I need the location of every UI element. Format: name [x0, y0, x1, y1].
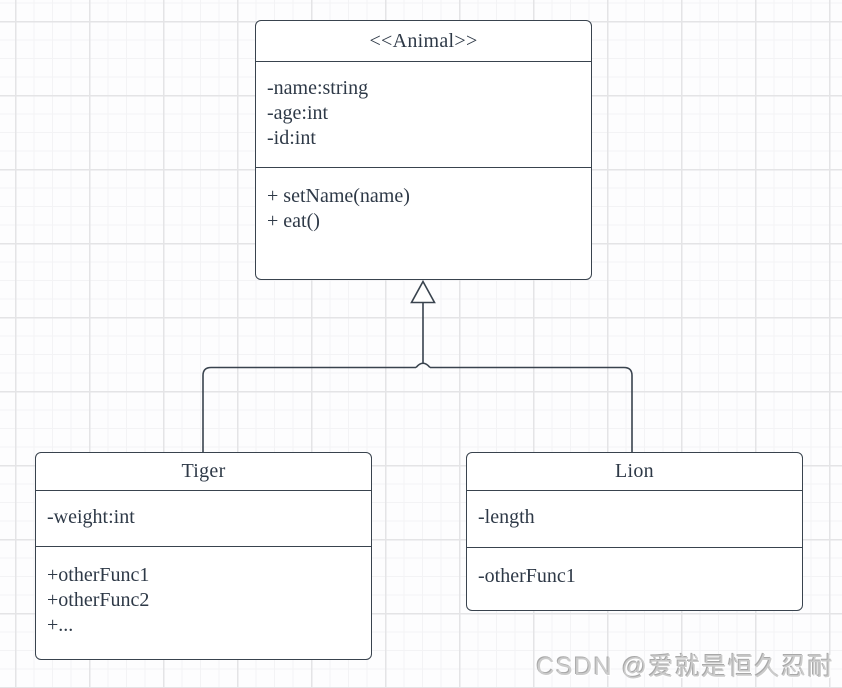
class-box-tiger[interactable]: Tiger -weight:int +otherFunc1 +otherFunc… — [35, 452, 372, 660]
methods-section: +otherFunc1 +otherFunc2 +... — [36, 547, 371, 658]
watermark-text: CSDN @爱就是恒久忍耐 — [536, 653, 834, 681]
attributes-section: -weight:int — [36, 491, 371, 547]
method-line[interactable]: +otherFunc1 — [47, 564, 150, 586]
attributes-section: -length — [467, 491, 802, 548]
class-box-animal[interactable]: <<Animal>> -name:string -age:int -id:int… — [255, 20, 592, 280]
class-title[interactable]: <<Animal>> — [256, 21, 591, 62]
attribute-line[interactable]: -weight:int — [47, 506, 135, 528]
attribute-line[interactable]: -length — [478, 506, 535, 528]
methods-section: + setName(name) + eat() — [256, 168, 591, 277]
attributes-section: -name:string -age:int -id:int — [256, 62, 591, 168]
method-line[interactable]: +otherFunc2 — [47, 589, 150, 611]
class-title[interactable]: Tiger — [36, 453, 371, 491]
attribute-line[interactable]: -id:int — [267, 127, 316, 149]
attribute-line[interactable]: -name:string — [267, 77, 369, 99]
inheritance-arrow-icon[interactable] — [410, 279, 436, 304]
inheritance-edge-tiger[interactable] — [202, 366, 416, 453]
method-line[interactable]: -otherFunc1 — [478, 565, 576, 587]
class-box-lion[interactable]: Lion -length -otherFunc1 — [466, 452, 803, 611]
class-title[interactable]: Lion — [467, 453, 802, 491]
edge-junction-bump — [415, 362, 431, 369]
attribute-line[interactable]: -age:int — [267, 102, 329, 124]
methods-section: -otherFunc1 — [467, 548, 802, 609]
method-line[interactable]: +... — [47, 614, 74, 636]
inheritance-edge-lion[interactable] — [430, 366, 633, 453]
method-line[interactable]: + eat() — [267, 210, 320, 232]
method-line[interactable]: + setName(name) — [267, 185, 410, 207]
